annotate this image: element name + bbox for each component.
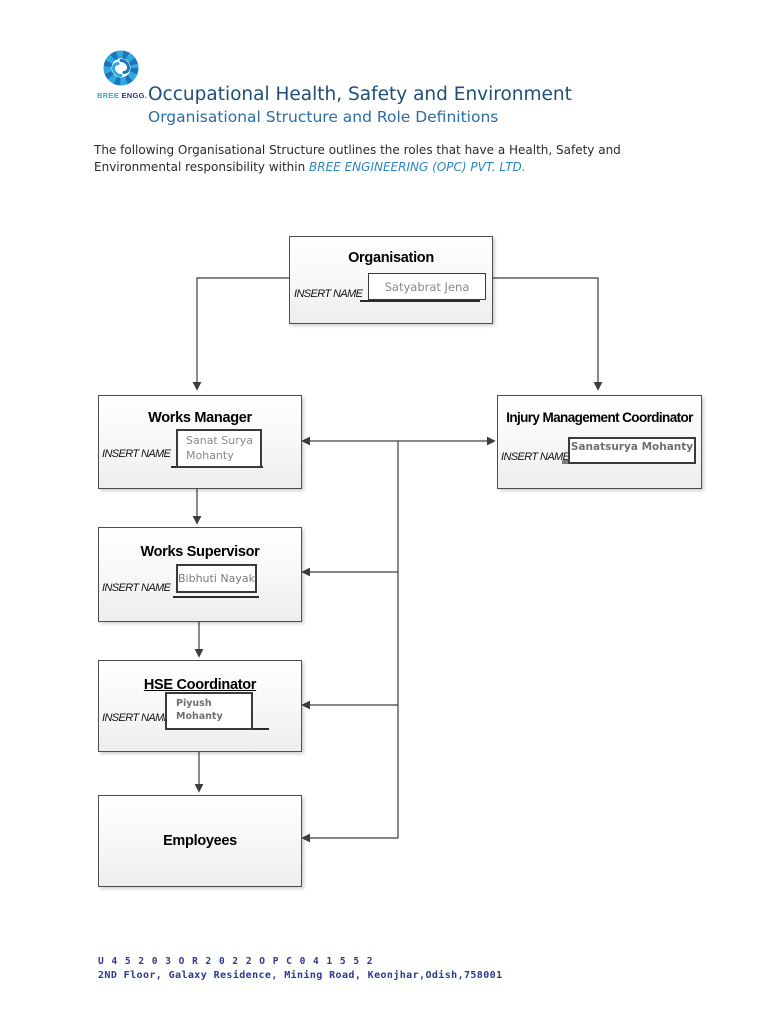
- name-field[interactable]: Sanat Surya Mohanty: [176, 429, 262, 468]
- brand-part2: ENGG.: [121, 91, 148, 100]
- name-field[interactable]: Piyush Mohanty: [165, 692, 253, 730]
- connector-organisation-to-injury-coordinator: [491, 277, 603, 391]
- org-node-works-supervisor: Works Supervisor INSERT NAME Bibhuti Nay…: [98, 527, 302, 622]
- insert-name-label: INSERT NAME: [102, 712, 171, 724]
- footer-cin: U 4 5 2 0 3 O R 2 0 2 2 O P C 0 4 1 5 5 …: [98, 956, 374, 967]
- page-title: Occupational Health, Safety and Environm…: [148, 84, 572, 105]
- name-underline: [173, 596, 259, 598]
- org-node-injury-management-coordinator: Injury Management Coordinator INSERT NAM…: [497, 395, 702, 489]
- name-field[interactable]: Sanatsurya Mohanty: [568, 437, 696, 464]
- name-value: Satyabrat Jena: [384, 279, 470, 294]
- connector-organisation-to-works-manager: [192, 277, 289, 391]
- node-title: HSE Coordinator: [143, 677, 257, 693]
- intro-paragraph: The following Organisational Structure o…: [94, 142, 694, 176]
- insert-name-label: INSERT NAME: [501, 451, 570, 463]
- insert-name-label: INSERT NAME: [294, 288, 363, 300]
- org-node-works-manager: Works Manager INSERT NAME Sanat Surya Mo…: [98, 395, 302, 489]
- brand-part1: BREE: [97, 91, 120, 100]
- node-title: Works Manager: [148, 410, 252, 426]
- name-value: Sanatsurya Mohanty: [570, 441, 694, 453]
- node-title: Organisation: [348, 250, 434, 266]
- org-node-employees: Employees: [98, 795, 302, 887]
- name-field[interactable]: Bibhuti Nayak: [176, 564, 257, 593]
- node-title: Employees: [163, 833, 237, 849]
- brand-text: BREE ENGG.: [97, 91, 147, 100]
- node-title: Injury Management Coordinator: [506, 410, 693, 425]
- node-title: Works Supervisor: [140, 544, 260, 560]
- insert-name-label: INSERT NAME: [102, 582, 171, 594]
- name-value: Bibhuti Nayak: [178, 572, 255, 585]
- org-node-organisation: Organisation INSERT NAME Satyabrat Jena: [289, 236, 493, 324]
- intro-company-name: BREE ENGINEERING (OPC) PVT. LTD.: [309, 159, 526, 174]
- page-footer: U 4 5 2 0 3 O R 2 0 2 2 O P C 0 4 1 5 5 …: [98, 956, 503, 981]
- insert-name-label: INSERT NAME: [102, 448, 171, 460]
- name-value: Piyush Mohanty: [176, 698, 223, 722]
- name-value: Sanat Surya Mohanty: [186, 434, 253, 462]
- org-node-hse-coordinator: HSE Coordinator INSERT NAME Piyush Mohan…: [98, 660, 302, 752]
- intro-line1: The following Organisational Structure o…: [94, 143, 621, 157]
- intro-line2: Environmental responsibility within: [94, 159, 310, 174]
- name-underline: [360, 300, 480, 302]
- gear-logo-icon: [103, 50, 139, 86]
- name-field[interactable]: Satyabrat Jena: [368, 273, 486, 300]
- page-subtitle: Organisational Structure and Role Defini…: [148, 108, 499, 126]
- footer-address: 2ND Floor, Galaxy Residence, Mining Road…: [98, 970, 503, 981]
